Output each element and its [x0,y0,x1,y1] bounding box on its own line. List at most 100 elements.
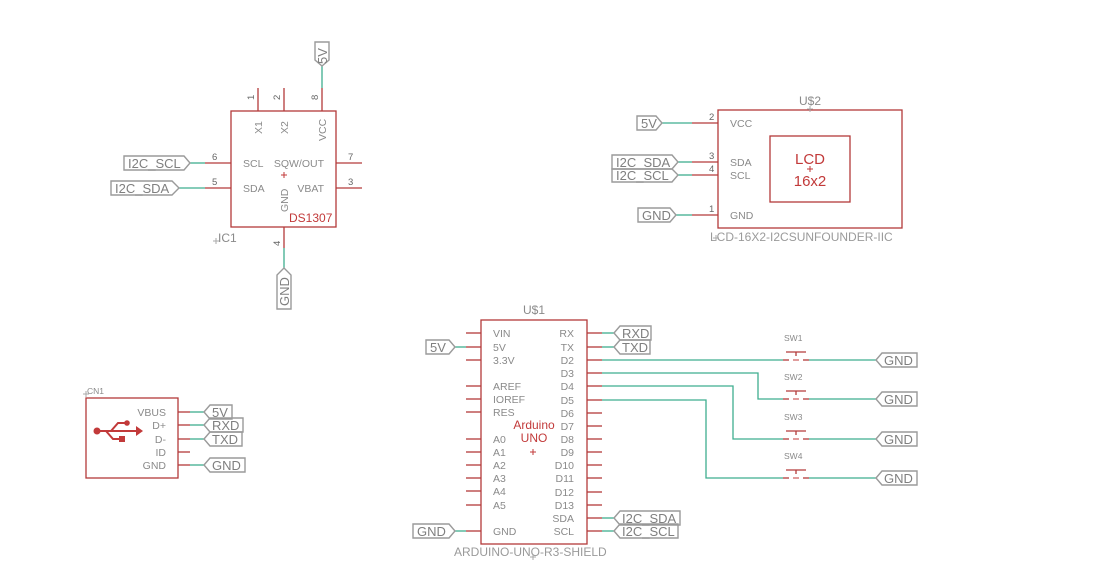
svg-text:GND: GND [277,277,292,306]
label-usb-5v[interactable]: 5V [203,404,233,420]
label-lcd-i2c-sda[interactable]: I2C_SDA [611,154,679,170]
label-usb-rxd[interactable]: RXD [203,417,244,433]
arduino-pin-name-left: A4 [493,486,506,498]
arduino-pin-name-left: 5V [493,342,506,354]
ic1-pinnum-4: 4 [272,241,283,246]
arduino-pin-name-left: 3.3V [493,355,515,367]
switch-ref: SW4 [784,451,803,461]
svg-text:TXD: TXD [622,340,648,355]
lcd-pin-name-vcc: VCC [730,118,753,130]
lcd-pinnum-3: 3 [709,151,714,162]
svg-text:5V: 5V [212,405,228,420]
arduino-pin-name-right: SDA [552,513,574,525]
label-lcd-gnd[interactable]: GND [637,207,677,223]
arduino-pin-name-left: A2 [493,460,506,472]
label-arduino-i2c-sda[interactable]: I2C_SDA [613,510,681,526]
usb-pin-name: D- [155,434,167,446]
svg-text:I2C_SDA: I2C_SDA [622,511,677,526]
usb-pin-name: GND [143,460,167,472]
label-ic1-5v[interactable]: 5V [314,41,330,67]
label-arduino-rxd[interactable]: RXD [613,325,652,341]
usb-pin-name: VBUS [137,407,166,419]
label-usb-gnd[interactable]: GND [203,457,246,473]
arduino-pin-name-left: A0 [493,434,506,446]
label-usb-txd[interactable]: TXD [203,431,243,447]
arduino-ref: U$1 [523,303,545,317]
ic1-ref-mark [213,238,219,244]
svg-text:TXD: TXD [212,432,238,447]
lcd-pin-name-gnd: GND [730,210,754,222]
usb-pin-name: D+ [152,420,166,432]
ic1-pinnum-8: 8 [310,95,321,100]
lcd-screen-line2: 16x2 [794,173,827,190]
lcd-module[interactable]: LCD 16x2 2 3 4 1 VCC SDA SCL GND U$2 LCD… [692,94,903,244]
arduino-pin-name-right: RX [559,328,574,340]
ic1-pinnum-1: 1 [246,95,257,100]
arduino-pin-name-left: IOREF [493,394,525,406]
arduino-pin-name-right: D5 [561,395,575,407]
switch-sw3[interactable]: SW3 [783,412,809,440]
ic1-pin-name-vbat: VBAT [297,183,324,195]
ic1-pinnum-5: 5 [212,177,217,188]
lcd-pin-name-scl: SCL [730,170,751,182]
label-ic1-i2c-sda[interactable]: I2C_SDA [110,180,180,196]
svg-text:GND: GND [884,392,913,407]
label-ic1-i2c-scl[interactable]: I2C_SCL [123,155,191,171]
label-switch-gnd[interactable]: GND [875,431,918,447]
label-lcd-i2c-scl[interactable]: I2C_SCL [611,168,679,183]
ic1-pin-name-gnd: GND [279,188,291,212]
arduino-pin-name-right: D4 [561,381,575,393]
usb-origin-mark [83,391,89,397]
arduino-value: ARDUINO-UNO-R3-SHIELD [454,545,607,559]
arduino-origin-mark [530,554,536,560]
svg-text:GND: GND [884,471,913,486]
switch-sw4[interactable]: SW4 [783,451,809,479]
lcd-pinnum-2: 2 [709,112,714,123]
label-arduino-5v[interactable]: 5V [425,339,456,355]
label-switch-gnd[interactable]: GND [875,352,918,368]
ic1-pinnum-6: 6 [212,152,217,163]
label-lcd-5v[interactable]: 5V [636,115,663,131]
svg-text:GND: GND [417,524,446,539]
ic1-ds1307[interactable]: 1 2 8 6 5 7 3 4 X1 X2 VCC SCL SDA SQW/OU… [205,88,362,248]
ic1-pinnum-7: 7 [348,152,353,163]
arduino-pin-name-left: A3 [493,473,506,485]
svg-text:5V: 5V [430,340,446,355]
ic1-value: DS1307 [289,211,333,225]
lcd-pinnum-4: 4 [709,164,714,175]
label-arduino-txd[interactable]: TXD [613,339,651,355]
lcd-pin-name-sda: SDA [730,157,752,169]
arduino-pin-name-left: AREF [493,381,521,393]
switch-ref: SW3 [784,412,803,422]
ic1-pinnum-3: 3 [348,177,353,188]
svg-text:I2C_SCL: I2C_SCL [622,524,675,539]
label-switch-gnd[interactable]: GND [875,391,918,407]
arduino-pin-name-right: D8 [561,434,575,446]
arduino-pin-name-right: D2 [561,355,575,367]
switch-ref: SW2 [784,372,803,382]
arduino-pin-name-left: VIN [493,328,511,340]
lcd-origin-mark [807,106,813,112]
svg-text:GND: GND [884,432,913,447]
wire-d3-sw2 [602,372,783,400]
arduino-pin-name-left: A5 [493,500,506,512]
arduino-center-mark [530,449,536,455]
arduino-pin-name-right: SCL [554,526,575,538]
switch-sw2[interactable]: SW2 [783,372,809,400]
label-ic1-gnd[interactable]: GND [276,267,292,310]
arduino-center-line1: Arduino [513,418,555,432]
ic1-pin-name-sda: SDA [243,183,265,195]
label-arduino-gnd[interactable]: GND [412,523,456,539]
arduino-pin-name-right: D13 [555,500,574,512]
label-arduino-i2c-scl[interactable]: I2C_SCL [613,523,679,539]
arduino-pin-name-right: D10 [555,460,574,472]
lcd-screen-line1: LCD [795,151,825,168]
svg-text:5V: 5V [315,48,330,64]
arduino-pin-name-right: D3 [561,368,575,380]
ic1-pin-name-x1: X1 [253,121,265,134]
switch-sw1[interactable]: SW1 [783,333,809,361]
label-switch-gnd[interactable]: GND [875,470,918,486]
